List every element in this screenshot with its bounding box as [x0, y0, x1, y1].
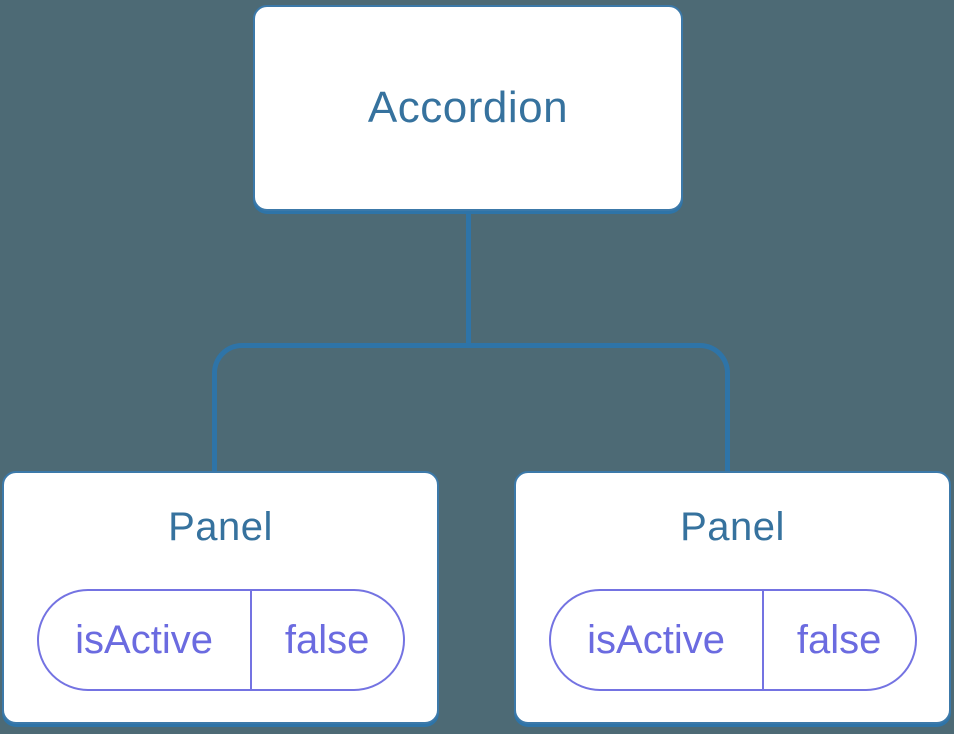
panel-right-prop-pill: isActive false [548, 589, 917, 691]
prop-name: isActive [75, 617, 213, 662]
panel-left-label: Panel [168, 505, 273, 549]
panel-left-prop-pill: isActive false [36, 589, 405, 691]
prop-value: false [249, 591, 403, 689]
panel-node-left: Panel isActive false [2, 471, 439, 724]
panel-right-label: Panel [680, 505, 785, 549]
panel-node-right: Panel isActive false [514, 471, 951, 724]
prop-value: false [761, 591, 915, 689]
connector-stem-line [466, 213, 471, 346]
connector-branch-lines [212, 343, 730, 471]
accordion-node-label: Accordion [367, 83, 569, 132]
accordion-node: Accordion [253, 5, 683, 211]
prop-name: isActive [587, 617, 725, 662]
